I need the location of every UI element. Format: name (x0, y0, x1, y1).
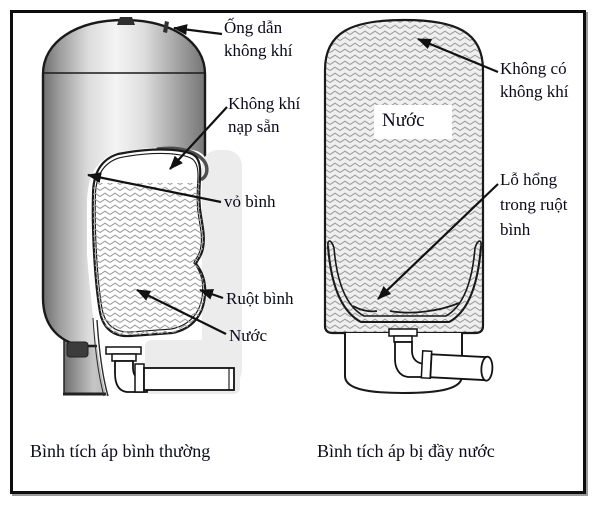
pipe-neck (111, 353, 137, 362)
collapsed-bladder-bowl (326, 240, 483, 324)
left-tank-drawing (41, 17, 242, 397)
label-water-right: Nước (382, 110, 425, 131)
label-shell: vỏ bình (224, 192, 276, 211)
pipe-flange (105, 346, 142, 355)
pipe-horizontal (429, 353, 488, 382)
right-tank-outline (323, 18, 485, 335)
shell-cut-edge (156, 146, 209, 181)
label-no-air: Không có không khí (500, 59, 569, 101)
arrow-air-duct (173, 24, 223, 36)
pipe-end-cap (480, 355, 494, 382)
shell-inner-wall-line-2 (92, 317, 105, 397)
arrow-bladder (199, 288, 224, 300)
arrow-water-left (136, 289, 227, 335)
label-precharged-air: Không khí nạp sẵn (228, 94, 301, 136)
caption-left-tank: Bình tích áp bình thường (30, 441, 211, 461)
arrow-no-air (417, 37, 499, 74)
caption-right-tank: Bình tích áp bị đầy nước (317, 441, 495, 461)
arrow-shell (87, 172, 222, 204)
water-pattern-left (92, 183, 206, 337)
left-pipe-assembly (105, 346, 235, 393)
bowl-rim-left (327, 240, 335, 249)
pipe-collar (134, 363, 145, 393)
tank-top-nub (117, 17, 135, 25)
label-bladder: Ruột bình (226, 289, 294, 308)
label-air-duct: Ống dẫn không khí (224, 18, 293, 60)
bowl-rim-right (474, 240, 482, 249)
pipe-horizontal (143, 367, 235, 391)
arrow-precharged-air (169, 106, 228, 170)
base-slot (66, 341, 89, 358)
water-pattern-right (325, 20, 483, 333)
label-water-right-box: Nước (374, 105, 452, 139)
arrow-bladder-hole (377, 183, 499, 300)
tank-bladder (91, 148, 207, 338)
air-valve-port (163, 21, 169, 33)
right-pipe-assembly (388, 328, 494, 382)
shell-inner-wall-line (96, 319, 109, 397)
bowl-inner-wall (333, 247, 476, 317)
figure-border-frame (10, 10, 586, 494)
label-bladder-hole: Lỗ hổng trong ruột bình (500, 170, 568, 239)
bladder-bottom-left-piece (352, 305, 378, 313)
bowl-outer-wall (326, 245, 483, 324)
label-water-left: Nước (229, 326, 268, 345)
pipe-flange (388, 328, 418, 337)
callout-arrows (87, 24, 499, 335)
bladder-bottom-right-piece (389, 302, 460, 314)
right-tank-drawing (323, 18, 494, 395)
